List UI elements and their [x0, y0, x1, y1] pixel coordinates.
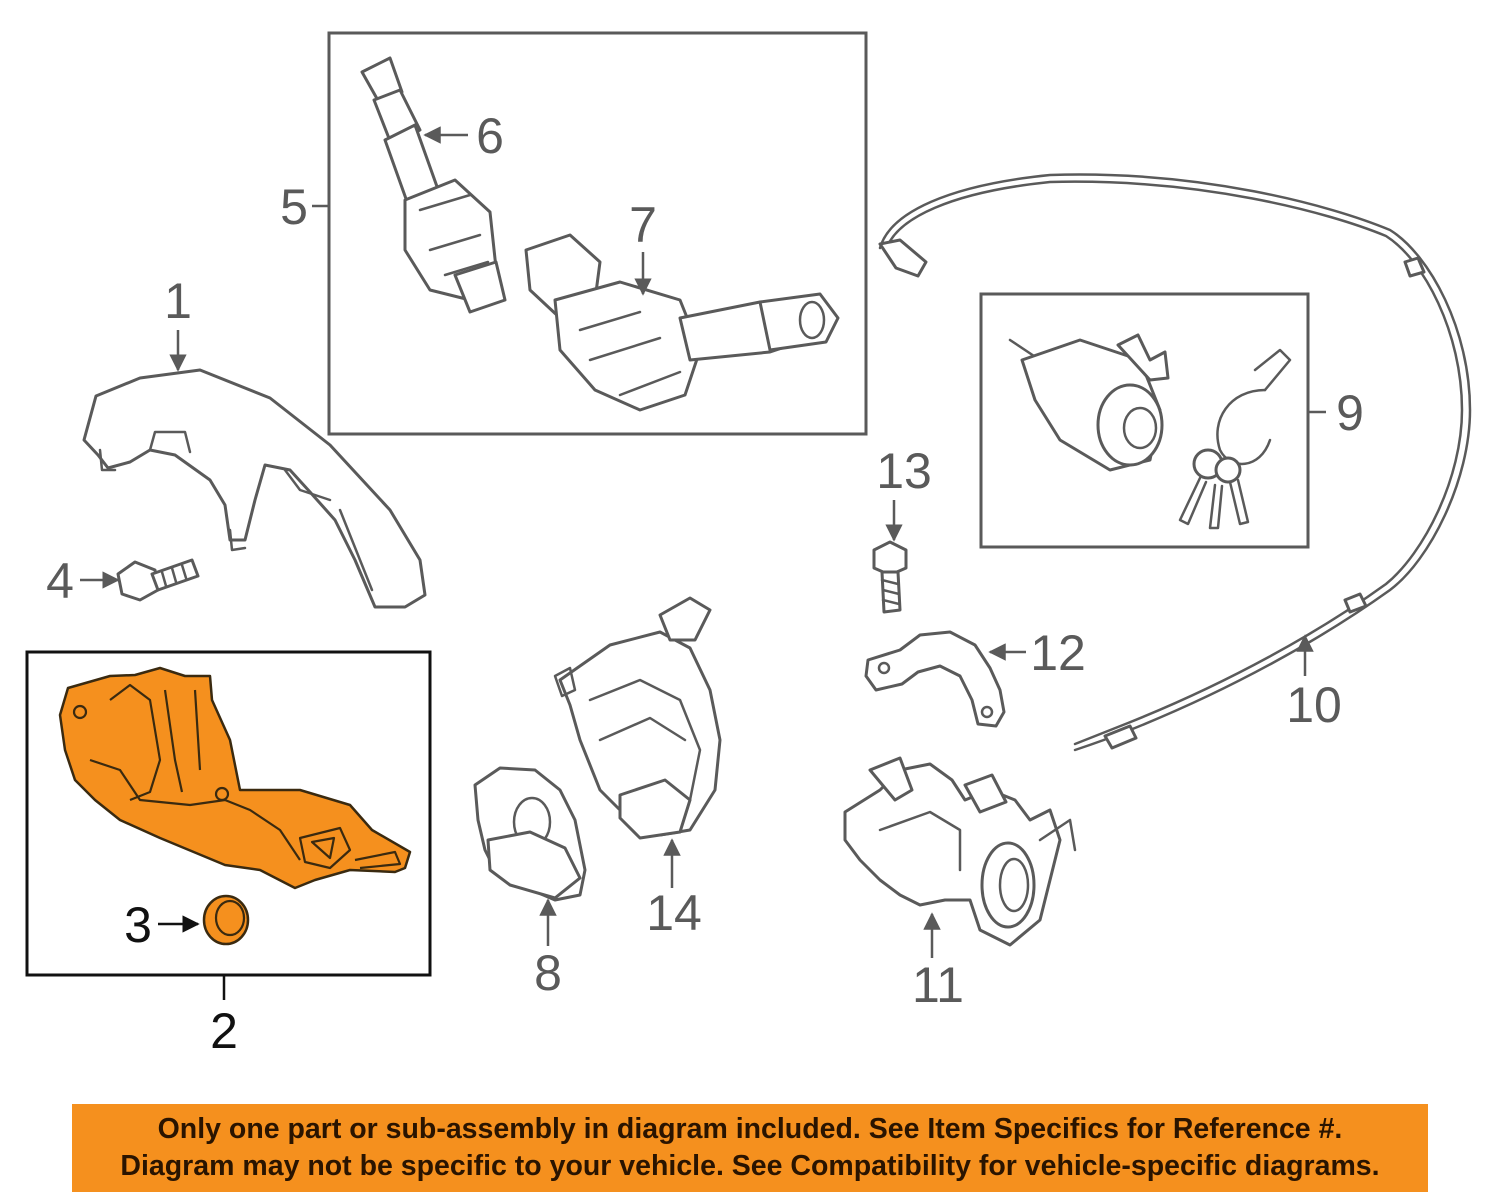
combination-switch-right	[524, 233, 840, 412]
disclaimer-line-2: Diagram may not be specific to your vehi…	[120, 1150, 1380, 1182]
clock-spring	[553, 596, 722, 840]
parts-diagram: 1 2 3 4 5 6 7 8 9 10 11 12 13 14	[25, 31, 1472, 1059]
callout-4: 4	[46, 553, 74, 609]
callout-3: 3	[124, 897, 152, 953]
disclaimer-line-1: Only one part or sub-assembly in diagram…	[157, 1113, 1343, 1145]
grommet-highlighted	[202, 894, 250, 946]
callout-7: 7	[629, 197, 657, 253]
callout-13: 13	[876, 443, 932, 499]
callout-14: 14	[646, 885, 702, 941]
upper-column-cover	[82, 368, 427, 609]
callout-2: 2	[210, 1003, 238, 1059]
steering-angle-sensor	[473, 766, 587, 902]
lower-column-cover-highlighted	[58, 666, 412, 890]
clamp-bracket	[864, 630, 1006, 728]
callout-9: 9	[1336, 385, 1364, 441]
ignition-lock-housing	[843, 756, 1077, 947]
bolt-4	[116, 558, 200, 602]
callout-1: 1	[164, 273, 192, 329]
callout-5: 5	[280, 179, 308, 235]
lock-set-frame	[979, 292, 1310, 549]
callout-8: 8	[534, 945, 562, 1001]
callout-6: 6	[476, 108, 504, 164]
combination-switch-left	[360, 56, 507, 314]
lock-set	[1008, 333, 1292, 530]
interlock-cable	[878, 173, 1472, 752]
multifunction-switch-frame	[327, 31, 868, 436]
bolt-13	[872, 540, 908, 614]
callout-12: 12	[1030, 625, 1086, 681]
callout-11: 11	[912, 957, 964, 1013]
callout-10: 10	[1286, 677, 1342, 733]
lower-cover-frame	[25, 650, 432, 977]
disclaimer-banner: Only one part or sub-assembly in diagram…	[72, 1104, 1428, 1192]
